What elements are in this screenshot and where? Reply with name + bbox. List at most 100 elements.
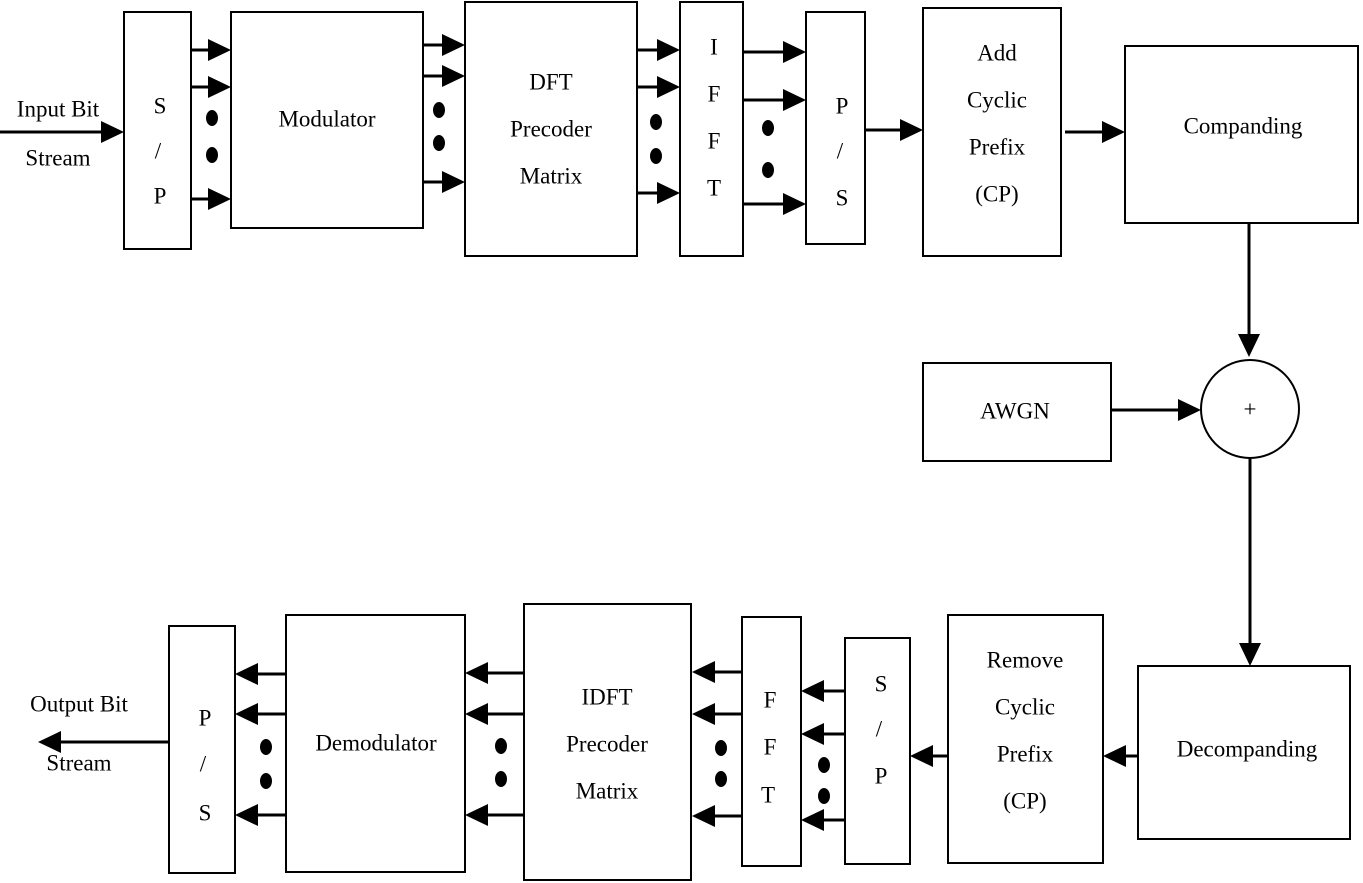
output-label-line1: Output Bit bbox=[30, 691, 128, 716]
ellipsis-dot bbox=[762, 120, 774, 136]
ps-rx-label-2: / bbox=[200, 751, 207, 776]
ps-rx-label-1: P bbox=[199, 705, 212, 730]
output-label-line2: Stream bbox=[46, 750, 111, 775]
remove-cp-block bbox=[947, 614, 1104, 864]
ifft-label-1: I bbox=[710, 34, 718, 59]
awgn-block bbox=[922, 362, 1112, 462]
idft-label-2: Precoder bbox=[566, 731, 648, 756]
remove-cp-label-2: Cyclic bbox=[995, 694, 1055, 719]
demod-ps-arrowhead-2 bbox=[235, 703, 258, 725]
ellipsis-dot bbox=[206, 110, 218, 126]
companding-label: Companding bbox=[1184, 113, 1303, 138]
compand-adder-arrowhead bbox=[1238, 334, 1260, 357]
sp-tx-label-3: P bbox=[154, 183, 167, 208]
ifft-block bbox=[679, 1, 744, 257]
ps-tx-block bbox=[805, 11, 866, 245]
ellipsis-dot bbox=[818, 788, 830, 804]
fft-label-2: F bbox=[764, 734, 777, 759]
sp-fft-arrowhead-3 bbox=[801, 809, 824, 831]
input-label-line1: Input Bit bbox=[17, 96, 100, 121]
decompanding-label: Decompanding bbox=[1177, 736, 1318, 761]
ellipsis-dot bbox=[206, 147, 218, 163]
ellipsis-dot bbox=[818, 757, 830, 773]
ifft-label-2: F bbox=[708, 81, 721, 106]
ifft-ps-arrowhead-2 bbox=[783, 89, 806, 111]
ellipsis-dot bbox=[260, 739, 272, 755]
sp-rx-label-1: S bbox=[875, 671, 888, 696]
idft-demod-arrowhead-2 bbox=[465, 703, 488, 725]
dft-precoder-block bbox=[464, 1, 638, 257]
fft-label-1: F bbox=[764, 687, 777, 712]
decompand-removecp-arrowhead bbox=[1103, 745, 1126, 767]
demodulator-label: Demodulator bbox=[315, 730, 437, 755]
remove-cp-label-1: Remove bbox=[987, 647, 1064, 672]
ps-rx-label-3: S bbox=[199, 800, 212, 825]
ellipsis-dot bbox=[495, 738, 507, 754]
mod-dft-arrowhead-2 bbox=[442, 65, 465, 87]
adder-symbol: + bbox=[1244, 396, 1257, 421]
fft-label-3: T bbox=[761, 782, 775, 807]
idft-label-3: Matrix bbox=[576, 778, 639, 803]
ifft-label-4: T bbox=[707, 175, 721, 200]
ifft-ps-arrowhead-1 bbox=[783, 41, 806, 63]
decompanding-block bbox=[1137, 665, 1351, 840]
modulator-block bbox=[230, 11, 424, 229]
modulator-label: Modulator bbox=[278, 106, 375, 131]
dft-ifft-arrowhead-3 bbox=[657, 182, 680, 204]
sp-fft-arrowhead-2 bbox=[801, 723, 824, 745]
dft-ifft-arrowhead-2 bbox=[657, 76, 680, 98]
mod-dft-arrowhead-3 bbox=[442, 171, 465, 193]
dft-label-3: Matrix bbox=[520, 163, 583, 188]
addcp-compand-arrowhead bbox=[1102, 121, 1125, 143]
sp-tx-label-2: / bbox=[155, 138, 162, 163]
demod-ps-arrowhead-3 bbox=[235, 804, 258, 826]
add-cp-label-3: Prefix bbox=[969, 134, 1026, 159]
fft-block bbox=[741, 616, 802, 867]
ifft-label-3: F bbox=[708, 128, 721, 153]
add-cp-label-1: Add bbox=[977, 40, 1017, 65]
idft-precoder-block bbox=[523, 603, 692, 881]
remove-cp-label-4: (CP) bbox=[1003, 788, 1046, 813]
input-label-line2: Stream bbox=[25, 145, 90, 170]
ellipsis-dot bbox=[260, 773, 272, 789]
ps-tx-label-3: S bbox=[836, 185, 849, 210]
add-cp-block bbox=[922, 7, 1062, 257]
sp-rx-label-3: P bbox=[875, 763, 888, 788]
dft-label-2: Precoder bbox=[510, 116, 592, 141]
dft-ifft-arrowhead-1 bbox=[657, 39, 680, 61]
input-arrowhead bbox=[101, 121, 124, 143]
ps-tx-label-1: P bbox=[836, 93, 849, 118]
idft-demod-arrowhead-3 bbox=[465, 804, 488, 826]
sp-tx-block bbox=[123, 11, 192, 250]
ifft-ps-arrowhead-3 bbox=[783, 193, 806, 215]
ps-tx-label-2: / bbox=[837, 138, 844, 163]
fft-idft-arrowhead-2 bbox=[692, 703, 715, 725]
fft-idft-arrowhead-3 bbox=[692, 805, 715, 827]
add-cp-label-2: Cyclic bbox=[967, 87, 1027, 112]
sp-tx-label-1: S bbox=[154, 93, 167, 118]
ps-rx-block bbox=[168, 625, 236, 874]
sp-fft-arrowhead-1 bbox=[801, 680, 824, 702]
ellipsis-dot bbox=[715, 740, 727, 756]
sp-rx-block bbox=[844, 637, 911, 865]
demod-ps-arrowhead-1 bbox=[235, 663, 258, 685]
idft-label-1: IDFT bbox=[581, 684, 632, 709]
ps-addcp-arrowhead bbox=[900, 119, 923, 141]
remove-cp-label-3: Prefix bbox=[997, 741, 1054, 766]
sp-mod-arrowhead-1 bbox=[208, 39, 231, 61]
sp-rx-label-2: / bbox=[876, 716, 883, 741]
mod-dft-arrowhead-1 bbox=[442, 34, 465, 56]
adder-decompand-arrowhead bbox=[1239, 643, 1261, 666]
sp-mod-arrowhead-3 bbox=[208, 188, 231, 210]
ellipsis-dot bbox=[650, 148, 662, 164]
removecp-sp-arrowhead bbox=[910, 745, 933, 767]
ellipsis-dot bbox=[433, 135, 445, 151]
idft-demod-arrowhead-1 bbox=[465, 662, 488, 684]
ellipsis-dot bbox=[762, 162, 774, 178]
sp-mod-arrowhead-2 bbox=[208, 76, 231, 98]
ellipsis-dot bbox=[715, 771, 727, 787]
dft-label-1: DFT bbox=[529, 69, 572, 94]
ellipsis-dot bbox=[433, 102, 445, 118]
add-cp-label-4: (CP) bbox=[975, 181, 1018, 206]
